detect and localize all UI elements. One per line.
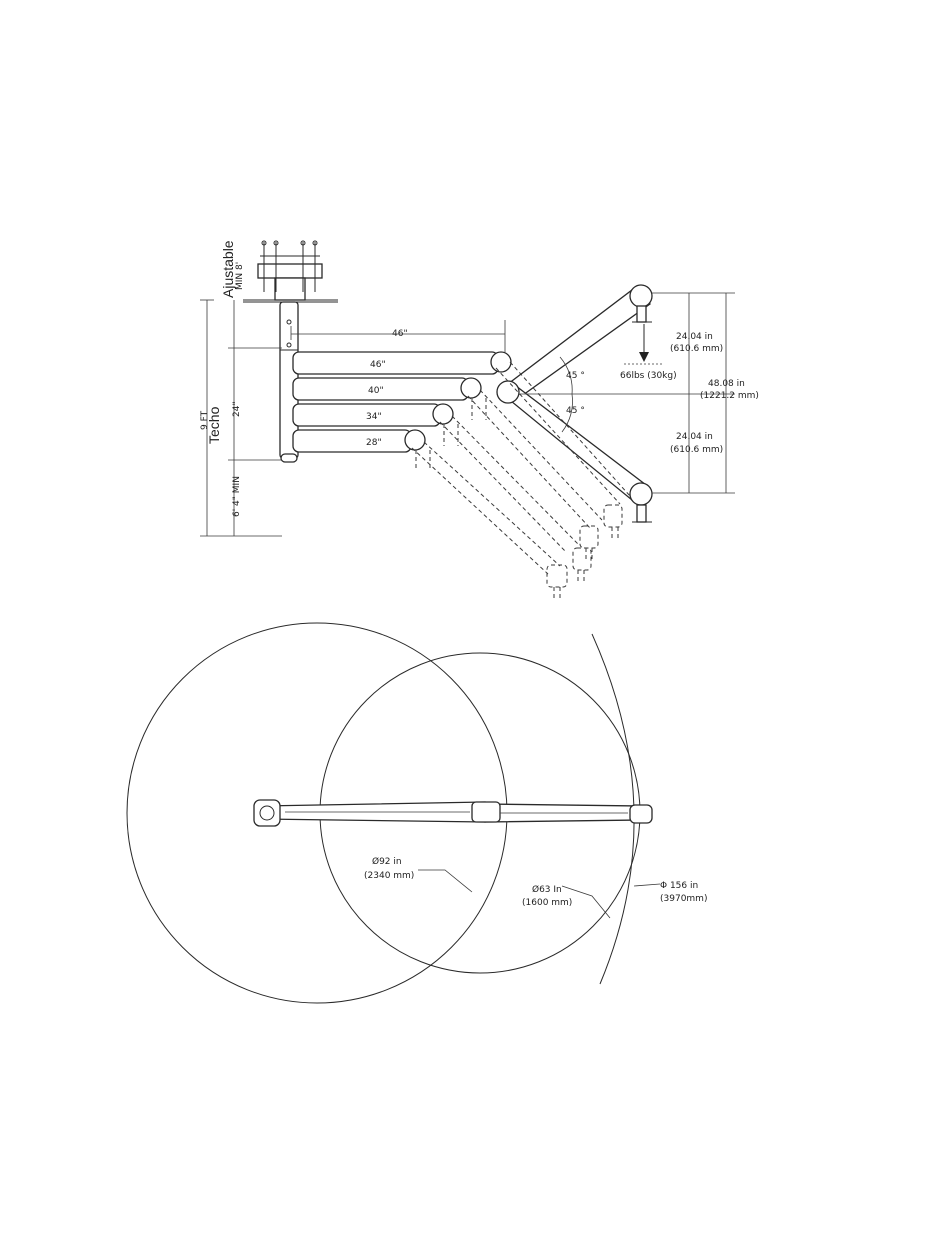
arm-length-label: 46" xyxy=(370,360,386,370)
lower-dim-label: 24.04 in xyxy=(676,432,713,442)
leader-156 xyxy=(634,884,660,886)
arm-length-label: 28" xyxy=(366,438,382,448)
height-label: 9 FT xyxy=(200,410,210,430)
load-arrow xyxy=(624,324,664,364)
upper-dim-label: 24.04 in xyxy=(676,332,713,342)
upper-dim-mm-label: (610.6 mm) xyxy=(670,344,723,354)
arm-length-label: 34" xyxy=(366,412,382,422)
circle3-label: Φ 156 in xyxy=(660,881,698,891)
arm-40 xyxy=(293,378,481,400)
total-dim-mm-label: (1221.2 mm) xyxy=(700,391,759,401)
lower-dim-mm-label: (610.6 mm) xyxy=(670,445,723,455)
ceiling-mount xyxy=(243,241,338,302)
side-view: 46" 40" 34" 28" 46" Ajustable MIN 8' Tec… xyxy=(200,240,759,600)
arm-length-label: 40" xyxy=(368,386,384,396)
arm-46 xyxy=(293,352,511,374)
min-8-label: MIN 8' xyxy=(235,262,245,290)
leader-92 xyxy=(418,870,472,892)
angle-lower-label: 45 ° xyxy=(566,406,585,416)
arm-top xyxy=(254,800,652,826)
ajustable-label: Ajustable xyxy=(220,240,236,298)
angle-upper-label: 45 ° xyxy=(566,371,585,381)
load-label: 66lbs (30kg) xyxy=(620,371,677,381)
top-view: Ø92 in (2340 mm) Ø63 In (1600 mm) Φ 156 … xyxy=(127,623,707,1003)
circle3-mm-label: (3970mm) xyxy=(660,894,707,904)
circle1-mm-label: (2340 mm) xyxy=(364,871,414,881)
arm-28 xyxy=(293,430,425,452)
circle2-label: Ø63 In xyxy=(532,884,562,895)
min-height-label: 6' 4" MIN xyxy=(232,476,242,517)
reach-label: 46" xyxy=(392,329,408,339)
v-arm xyxy=(497,285,652,522)
circle2-mm-label: (1600 mm) xyxy=(522,898,572,908)
circle1-label: Ø92 in xyxy=(372,856,402,867)
drop-label: 24" xyxy=(232,401,242,417)
total-dim-label: 48.08 in xyxy=(708,379,745,389)
